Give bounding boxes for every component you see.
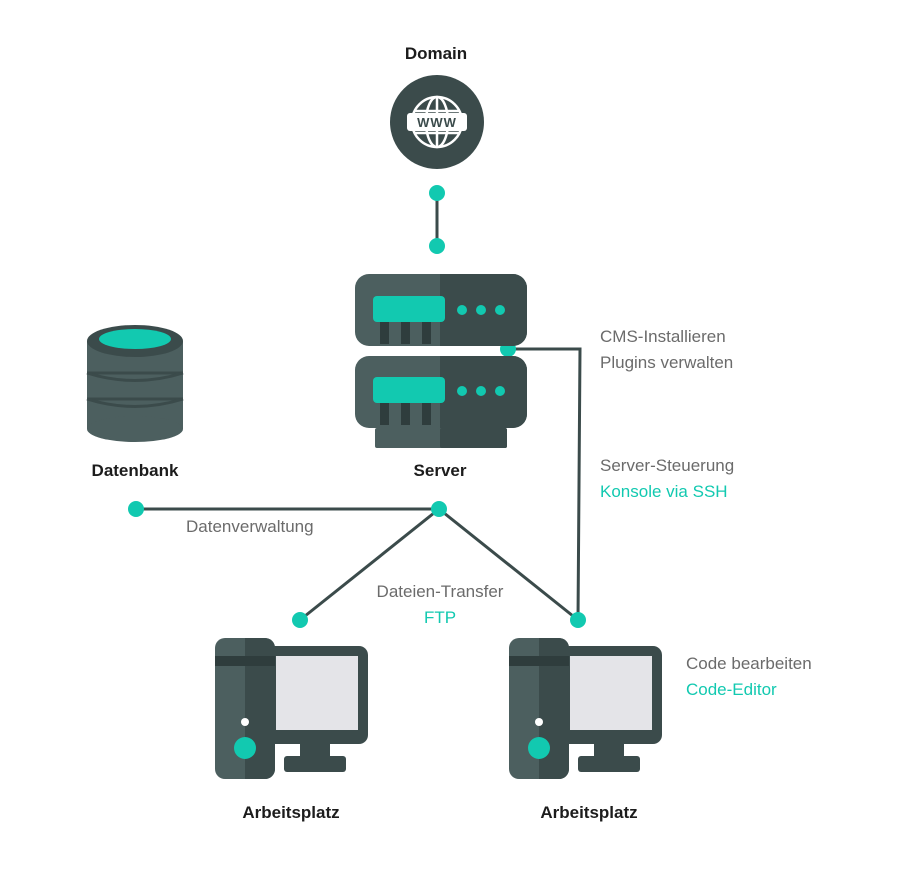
code-line2: Code-Editor: [686, 680, 777, 699]
connector-dots: [128, 185, 586, 628]
connector-dot: [292, 612, 308, 628]
ftp-right-link: [438, 507, 579, 622]
code-annotation: Code bearbeiten Code-Editor: [686, 651, 812, 703]
workstation-right-label: Arbeitsplatz: [540, 803, 638, 822]
server-ssh-link: [508, 347, 582, 621]
domain-label: Domain: [404, 44, 468, 63]
ftp-line2: FTP: [423, 608, 457, 627]
ssh-annotation: Server-Steuerung Konsole via SSH: [600, 453, 734, 505]
www-badge-text: WWW: [417, 115, 457, 130]
database-label: Datenbank: [91, 461, 179, 480]
connector-dot: [570, 612, 586, 628]
cms-line2: Plugins verwalten: [600, 353, 734, 372]
database-icon: [86, 325, 184, 442]
cms-annotation: CMS-Installieren Plugins verwalten: [600, 324, 733, 376]
ftp-annotation: Dateien-Transfer FTP: [377, 579, 504, 631]
workstation-left-label: Arbeitsplatz: [242, 803, 340, 822]
ssh-line2: Konsole via SSH: [600, 482, 728, 501]
connector-dot: [128, 501, 144, 517]
ftp-line1: Dateien-Transfer: [376, 582, 504, 601]
cms-line1: CMS-Installieren: [600, 327, 726, 346]
connector-dot: [429, 185, 445, 201]
server-label: Server: [413, 461, 467, 480]
ftp-left-link: [299, 507, 440, 622]
datenverwaltung-annotation: Datenverwaltung: [186, 514, 314, 540]
connections: [136, 193, 582, 622]
globe-www-icon: WWW: [390, 75, 484, 169]
connector-dot: [431, 501, 447, 517]
ssh-line1: Server-Steuerung: [600, 456, 735, 475]
code-line1: Code bearbeiten: [686, 654, 812, 673]
connector-dot: [429, 238, 445, 254]
server-rack-icon: [355, 274, 527, 448]
desktop-computer-icon: [509, 638, 662, 779]
desktop-computer-icon: [215, 638, 368, 779]
datenverwaltung-line1: Datenverwaltung: [186, 517, 314, 536]
